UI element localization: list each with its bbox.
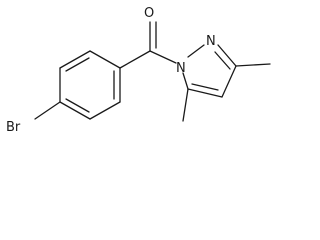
n2-c3-bond-inner [214, 51, 231, 70]
background [0, 0, 294, 140]
c5-n1-bond [182, 72, 189, 90]
bonds [34, 21, 271, 122]
nitrogen-1-label: N [176, 61, 186, 76]
benzene-bond-5 [89, 101, 121, 120]
bromine-label: Br [6, 120, 21, 135]
c4-c5-bond-inner [191, 83, 219, 91]
n2-c3-bond-outer [217, 44, 237, 67]
benzene-bond-4 [59, 101, 91, 120]
benzene-inner-bond-2 [65, 98, 90, 113]
bromine-bond [34, 101, 61, 120]
nitrogen-2-label: N [206, 34, 216, 49]
c3-methyl-bond [235, 63, 271, 67]
chemical-structure: O Br N N [0, 0, 294, 140]
benzene-bond-1 [89, 50, 121, 69]
benzene-bond-2 [59, 50, 91, 69]
c4-c5-bond-outer [187, 88, 223, 98]
oxygen-label: O [144, 6, 154, 21]
carbonyl-aryl-bond [119, 50, 151, 69]
benzene-inner-bond-1 [65, 57, 90, 72]
carbonyl-n-bond [149, 50, 177, 64]
c5-methyl-bond [182, 88, 189, 122]
n1-n2-bond [187, 44, 205, 58]
c3-c4-bond [221, 65, 237, 98]
